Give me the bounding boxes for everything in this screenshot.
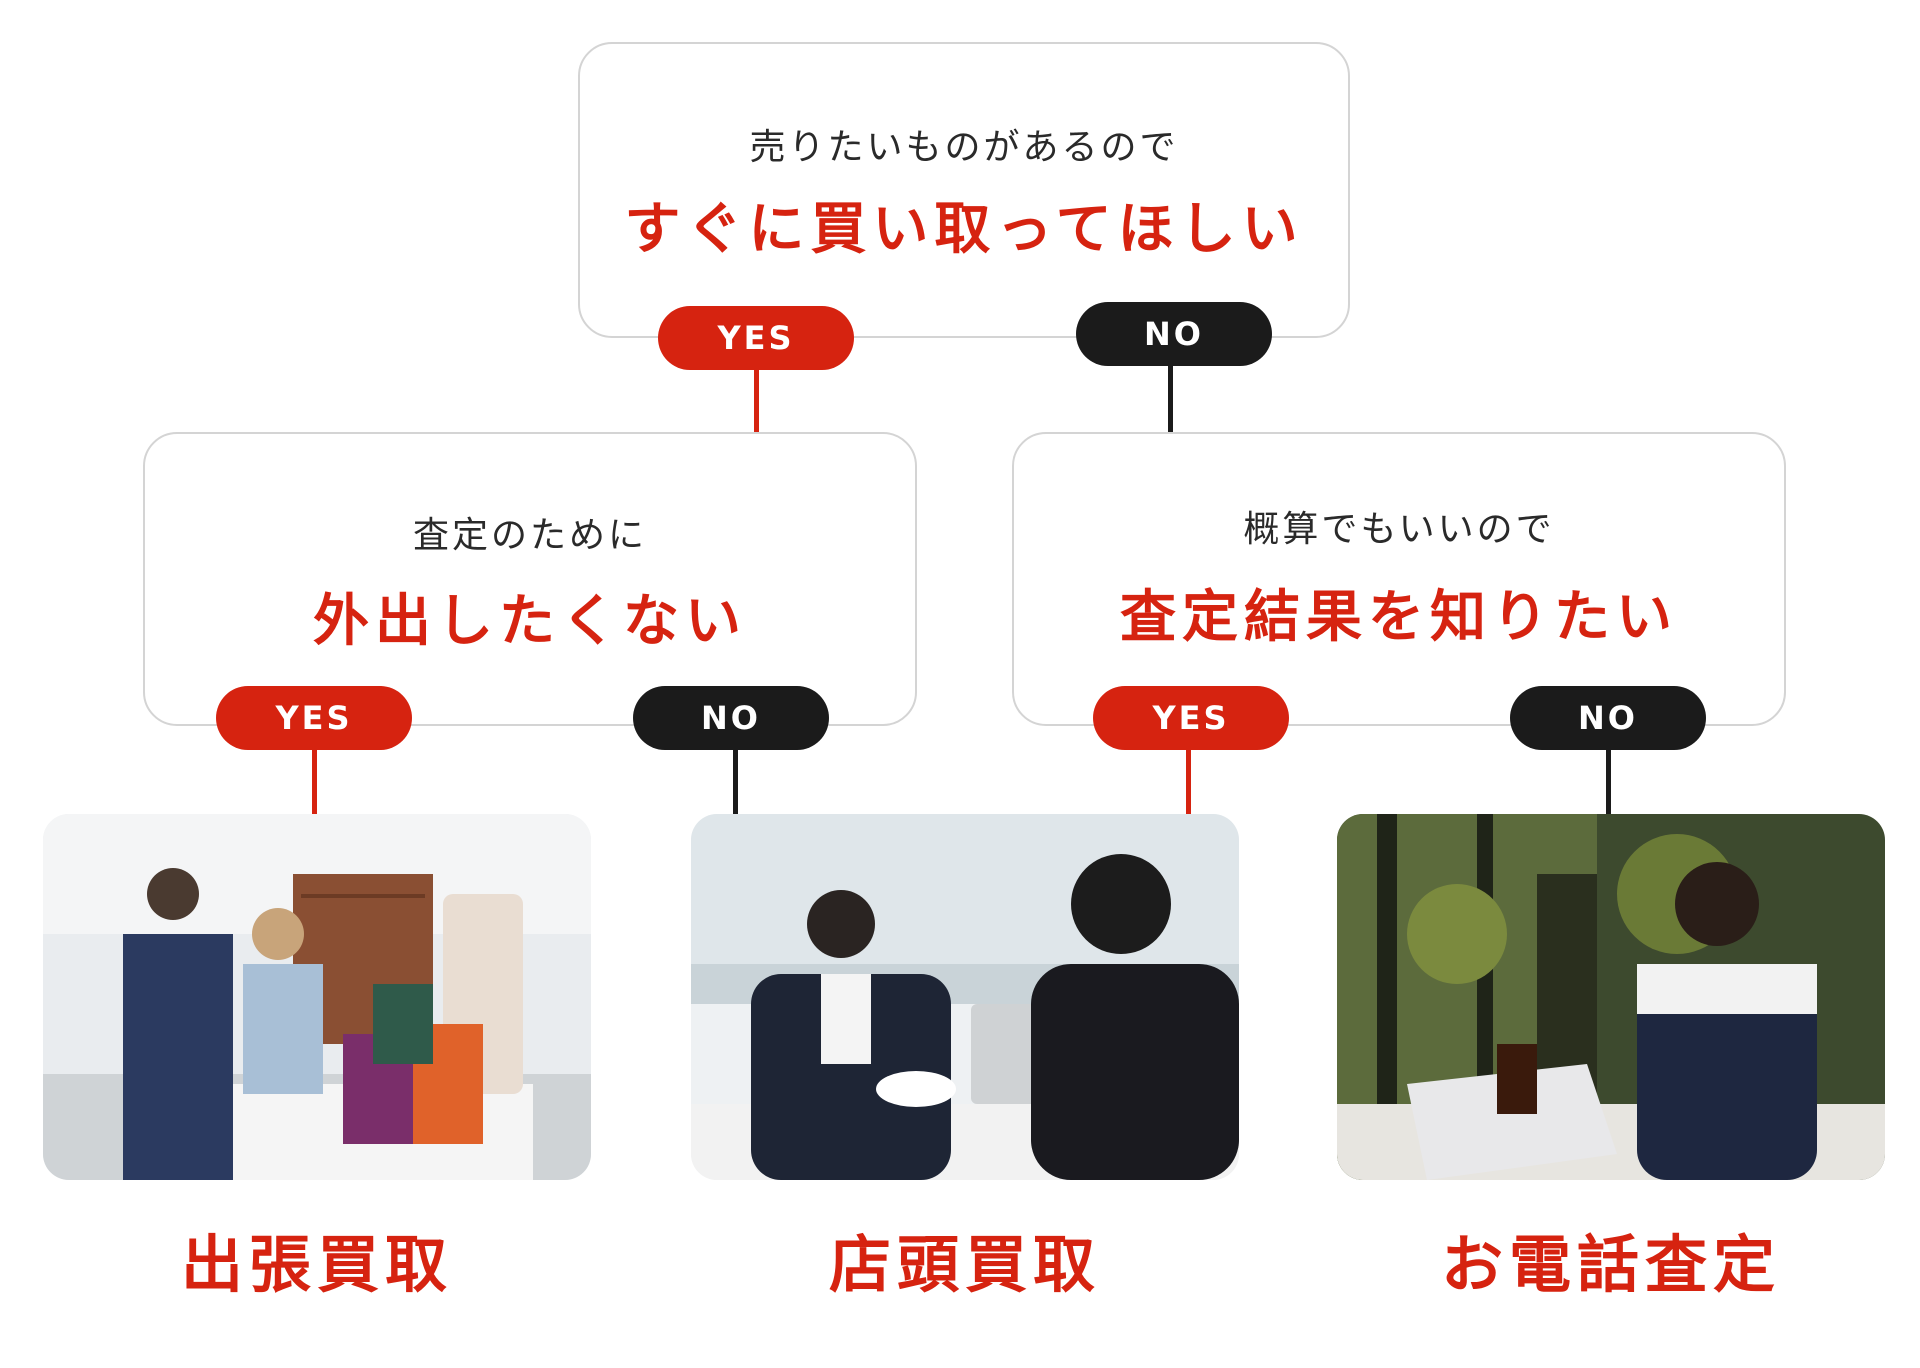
no-pill-left[interactable]: NO [633,686,829,750]
yes-pill-top[interactable]: YES [658,306,854,370]
question-box-top: 売りたいものがあるので すぐに買い取ってほしい [578,42,1350,338]
result-phone[interactable]: お電話査定 [1440,1228,1781,1301]
no-pill-right[interactable]: NO [1510,686,1706,750]
connector-yes-left [312,750,317,814]
question-left-main: 外出したくない [313,589,747,654]
yes-pill-left[interactable]: YES [216,686,412,750]
question-right-sub: 概算でもいいので [1243,509,1555,550]
question-left-sub: 査定のために [412,515,647,556]
store-counter-photo [691,814,1239,1180]
question-top-sub: 売りたいものがあるので [749,127,1179,168]
connector-yes-top [754,370,759,432]
question-top-main: すぐに買い取ってほしい [624,197,1304,262]
phone-cafe-photo [1337,814,1885,1180]
connector-no-left [733,750,738,814]
home-visit-photo [43,814,591,1180]
connector-yes-right [1186,750,1191,814]
connector-no-top [1168,366,1173,432]
result-store[interactable]: 店頭買取 [828,1228,1101,1301]
no-pill-top[interactable]: NO [1076,302,1272,366]
question-right-main: 査定結果を知りたい [1120,585,1678,650]
result-home-visit[interactable]: 出張買取 [180,1228,453,1301]
question-box-right: 概算でもいいので 査定結果を知りたい [1012,432,1786,726]
yes-pill-right[interactable]: YES [1093,686,1289,750]
question-box-left: 査定のために 外出したくない [143,432,917,726]
connector-no-right [1606,750,1611,814]
